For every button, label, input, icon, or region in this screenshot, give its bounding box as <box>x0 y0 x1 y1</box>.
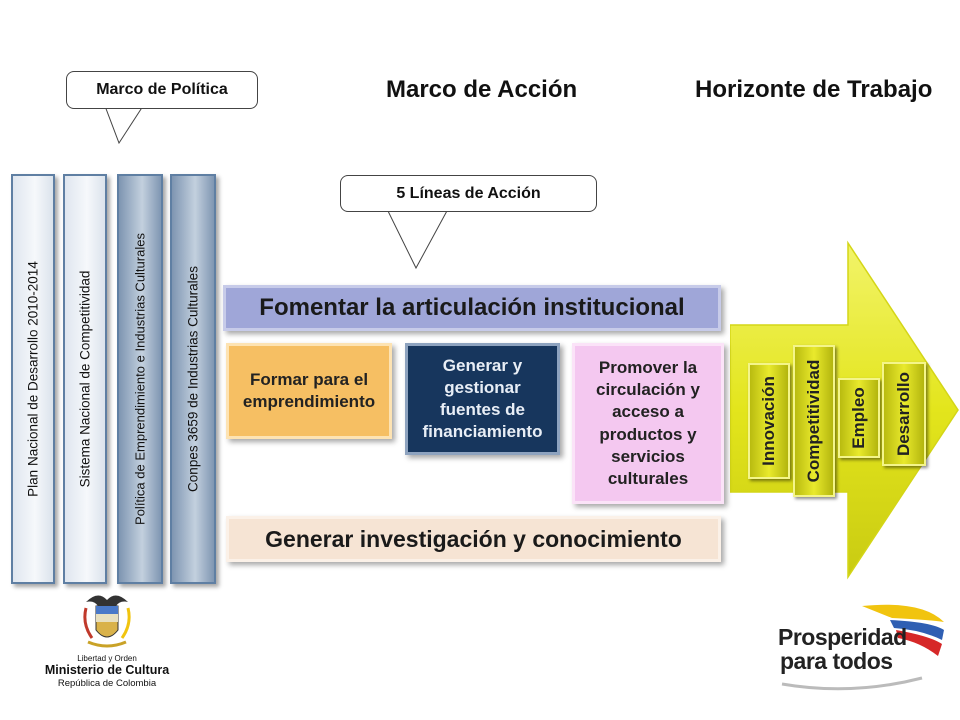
marco-politica-callout: Marco de Política <box>66 71 258 109</box>
horizon-desarrollo-label: Desarrollo <box>894 371 913 457</box>
prosperidad-swoosh-icon <box>781 604 944 691</box>
prosperidad-line2: para todos <box>780 648 893 674</box>
pillar-politica-emprendimiento-label: Política de Emprendimiento e Industrias … <box>132 233 148 525</box>
ministry-name: Ministerio de Cultura <box>44 663 170 677</box>
marco-accion-heading: Marco de Acción <box>386 76 578 103</box>
horizon-innovacion-label: Innovación <box>759 376 778 466</box>
lineas-accion-callout: 5 Líneas de Acción <box>340 175 597 212</box>
pillar-sistema-competitividad-label: Sistema Nacional de Competitividad <box>77 270 93 488</box>
action-line-articulacion: Fomentar la articulación institucional <box>223 285 721 331</box>
ministry-motto: Libertad y Orden <box>77 654 137 663</box>
action-line-circulacion: Promover la circulación y acceso a produ… <box>572 343 724 504</box>
pillar-conpes: Conpes 3659 de Industrias Culturales <box>170 174 216 584</box>
pillar-politica-emprendimiento: Política de Emprendimiento e Industrias … <box>117 174 163 584</box>
pillar-plan-nacional: Plan Nacional de Desarrollo 2010-2014 <box>11 174 55 584</box>
pillar-sistema-competitividad: Sistema Nacional de Competitividad <box>63 174 107 584</box>
horizon-empleo-label: Empleo <box>849 387 868 449</box>
prosperidad-line1: Prosperidad <box>778 624 907 650</box>
marco-politica-callout-tail <box>104 104 144 145</box>
horizon-empleo: Empleo <box>838 378 880 458</box>
horizonte-trabajo-heading: Horizonte de Trabajo <box>695 76 933 103</box>
colombia-coat-of-arms-icon <box>83 595 131 648</box>
horizon-competitividad-label: Competitividad <box>804 359 823 483</box>
action-line-financiamiento: Generar y gestionar fuentes de financiam… <box>405 343 560 455</box>
horizon-innovacion: Innovación <box>748 363 790 479</box>
action-line-investigacion: Generar investigación y conocimiento <box>226 516 721 562</box>
action-line-emprendimiento: Formar para el emprendimiento <box>226 343 392 439</box>
horizon-competitividad: Competitividad <box>793 345 835 497</box>
pillar-conpes-label: Conpes 3659 de Industrias Culturales <box>185 266 201 492</box>
ministry-country: República de Colombia <box>57 678 157 689</box>
lineas-accion-callout-tail <box>386 207 449 270</box>
horizon-desarrollo: Desarrollo <box>882 362 926 466</box>
pillar-plan-nacional-label: Plan Nacional de Desarrollo 2010-2014 <box>25 261 41 497</box>
